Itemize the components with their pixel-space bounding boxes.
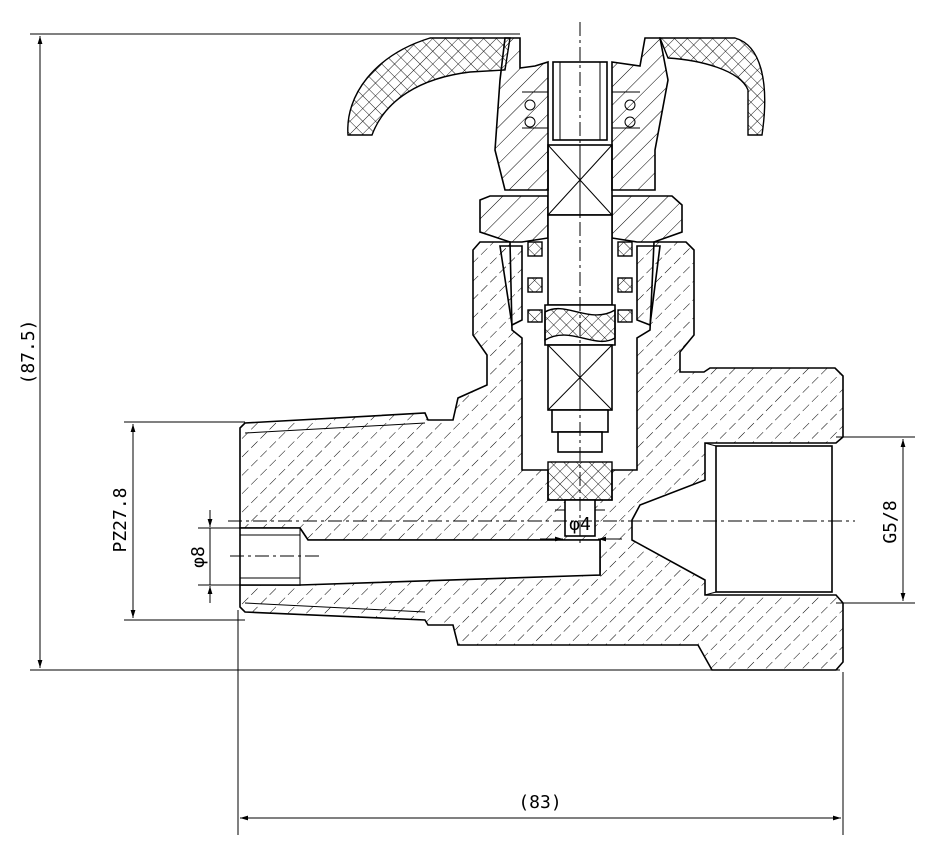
dim-bore-left: φ8 bbox=[188, 510, 242, 603]
dim-thread-right: G5/8 bbox=[836, 436, 915, 604]
bonnet bbox=[479, 195, 683, 327]
dim-orifice-label: φ4 bbox=[569, 514, 591, 535]
o-rings bbox=[527, 241, 633, 323]
dim-thread-left: PZ27.8 bbox=[110, 421, 245, 621]
dim-orifice: φ4 bbox=[540, 514, 622, 542]
dim-width: (83) bbox=[237, 610, 844, 835]
dim-height-label: (87.5) bbox=[18, 319, 39, 384]
valve-body bbox=[239, 241, 844, 671]
center-lines bbox=[228, 22, 855, 557]
dim-thread-left-label: PZ27.8 bbox=[110, 487, 131, 552]
dim-height: (87.5) bbox=[18, 33, 840, 671]
dim-bore-left-label: φ8 bbox=[188, 546, 209, 568]
dim-thread-right-label: G5/8 bbox=[880, 500, 901, 543]
dim-width-label: (83) bbox=[518, 792, 561, 813]
handwheel bbox=[347, 37, 766, 191]
